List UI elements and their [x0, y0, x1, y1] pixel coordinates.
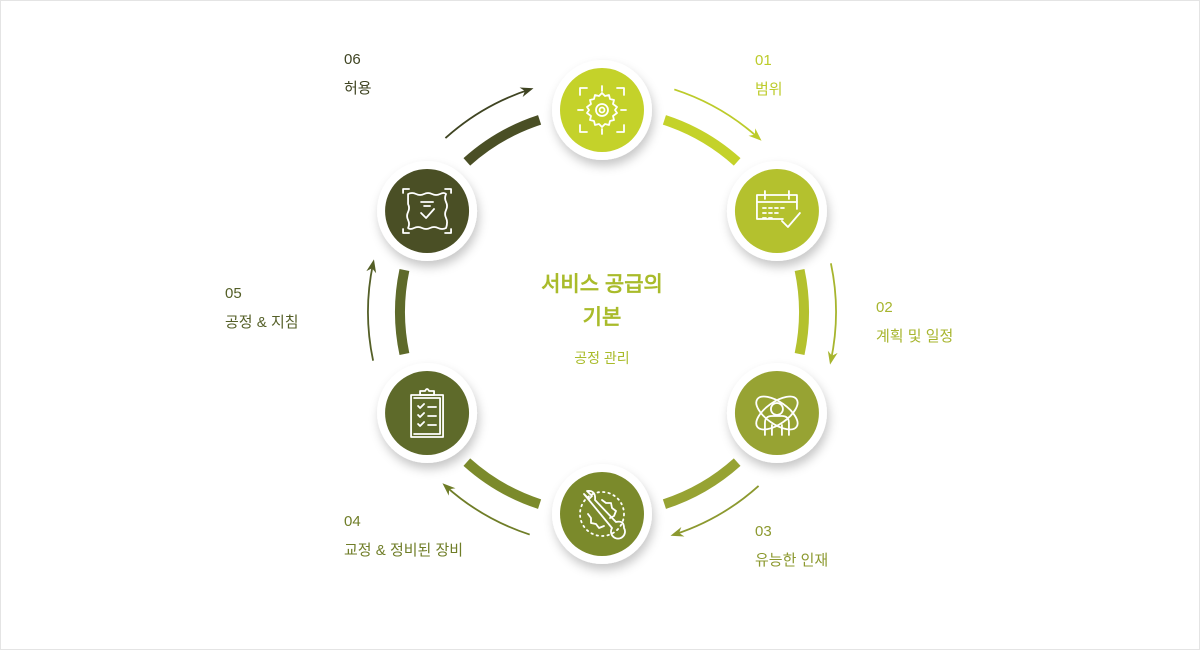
person-atom-icon — [755, 395, 799, 436]
step-text: 유능한 인재 — [755, 552, 829, 569]
step-text: 범위 — [755, 81, 783, 98]
ring-segment — [662, 458, 741, 509]
step-text: 교정 & 정비된 장비 — [344, 542, 464, 559]
step-node-06 — [377, 161, 478, 261]
clipboard-checklist-icon — [410, 388, 444, 438]
step-label-04: 04 교정 & 정비된 장비 — [344, 507, 463, 565]
node-circle — [560, 68, 644, 152]
node-circle — [385, 371, 470, 455]
arrow-head-icon — [670, 527, 685, 537]
ring-segment — [463, 115, 542, 166]
arrow-head-icon — [748, 128, 762, 141]
arrow-head-icon — [827, 350, 838, 365]
ring-segment — [463, 458, 542, 509]
step-number: 03 — [755, 523, 772, 540]
step-label-05: 05 공정 & 지침 — [225, 279, 299, 337]
step-number: 02 — [876, 299, 893, 316]
step-label-01: 01 범위 — [755, 46, 783, 104]
flow-arrow — [444, 485, 530, 536]
node-circle — [560, 472, 644, 556]
wrench-gear-icon — [579, 490, 626, 540]
flow-arrow — [367, 263, 374, 361]
step-text: 계획 및 일정 — [876, 328, 954, 345]
step-number: 06 — [344, 51, 361, 68]
node-circle — [385, 169, 470, 253]
step-text: 공정 & 지침 — [225, 314, 299, 331]
step-number: 01 — [755, 52, 772, 69]
flow-arrow — [444, 88, 530, 139]
arrow-head-icon — [519, 87, 534, 97]
step-node-04 — [552, 464, 652, 564]
step-label-06: 06 허용 — [344, 45, 372, 103]
step-text: 허용 — [344, 80, 372, 97]
flow-arrow — [830, 263, 837, 361]
ring-segment — [395, 268, 410, 356]
step-node-02 — [726, 161, 827, 261]
step-node-03 — [726, 363, 827, 463]
step-number: 05 — [225, 285, 242, 302]
arrow-head-icon — [366, 259, 377, 274]
step-label-03: 03 유능한 인재 — [755, 517, 828, 575]
flow-arrow — [674, 88, 760, 139]
step-node-05 — [377, 363, 478, 463]
calendar-check-icon — [756, 190, 801, 228]
center-title: 서비스 공급의 기본 공정 관리 — [502, 268, 702, 368]
center-title-line2: 기본 — [582, 306, 622, 329]
node-circle — [734, 169, 819, 253]
ring-segment — [794, 268, 809, 356]
node-circle — [734, 371, 819, 455]
center-title-line1: 서비스 공급의 — [541, 273, 663, 296]
certificate-icon — [402, 188, 452, 234]
ring-segment — [662, 115, 741, 166]
arrow-head-icon — [442, 483, 456, 496]
step-label-02: 02 계획 및 일정 — [876, 293, 953, 351]
step-number: 04 — [344, 513, 361, 530]
center-subtitle: 공정 관리 — [574, 350, 630, 366]
target-gear-icon — [577, 85, 627, 135]
step-node-01 — [552, 60, 652, 160]
flow-arrow — [674, 485, 760, 536]
